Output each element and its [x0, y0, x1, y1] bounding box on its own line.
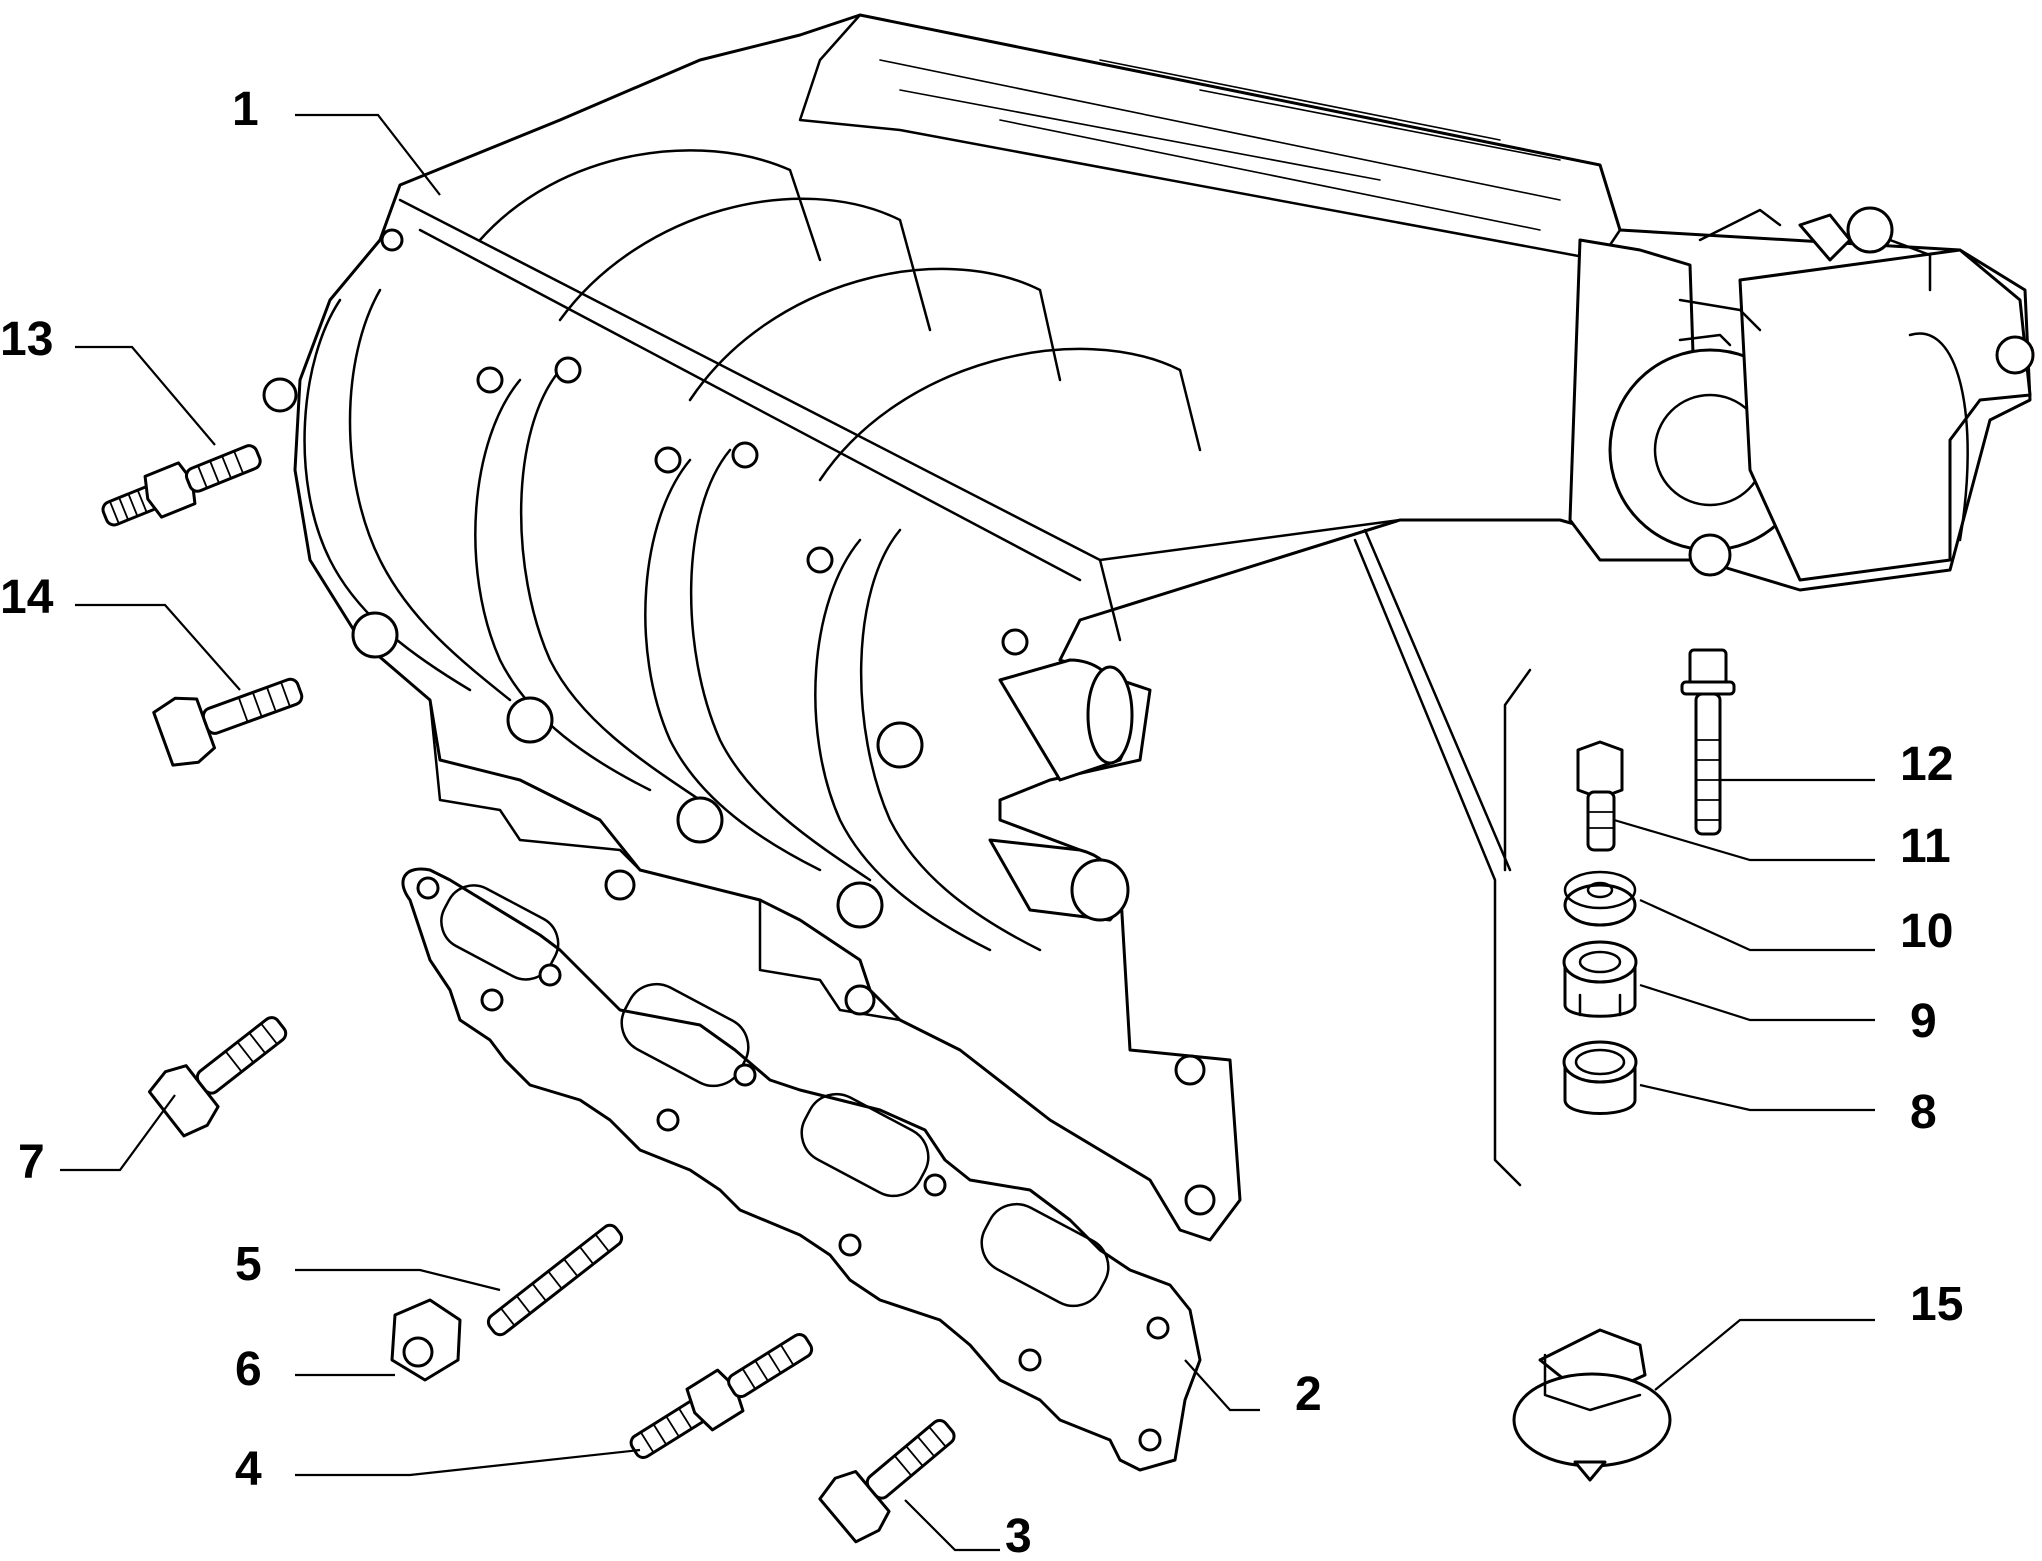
callout-11: 11	[1900, 820, 1951, 873]
leader-lines	[60, 113, 1875, 1552]
callout-10: 10	[1900, 905, 1953, 958]
bushing-8	[1562, 1040, 1638, 1115]
callout-3: 3	[1005, 1510, 1032, 1561]
bolt-14	[152, 677, 304, 767]
callout-labels: 1 2 3 4 5 6 7 8 9 10 11 12 13 14 15	[0, 83, 1963, 1561]
washer-10	[1563, 870, 1637, 927]
callout-14: 14	[0, 571, 54, 624]
intake-manifold	[262, 13, 2035, 1242]
callout-7: 7	[18, 1136, 45, 1189]
grommet-9	[1562, 940, 1638, 1018]
callout-4: 4	[235, 1443, 262, 1496]
bolt-3	[818, 1418, 956, 1544]
callout-8: 8	[1910, 1086, 1937, 1139]
bolt-7	[147, 1016, 288, 1138]
clip-15	[1512, 1328, 1672, 1482]
manifold-gasket	[401, 867, 1202, 1472]
callout-5: 5	[235, 1238, 262, 1291]
stud-4	[629, 1333, 814, 1459]
callout-13: 13	[0, 313, 53, 366]
bracket-line	[1503, 668, 1532, 872]
nut-6	[390, 1298, 462, 1382]
callout-2: 2	[1295, 1368, 1322, 1421]
callout-9: 9	[1910, 995, 1937, 1048]
bolt-12	[1680, 648, 1736, 836]
callout-6: 6	[235, 1343, 262, 1396]
callout-12: 12	[1900, 738, 1953, 791]
stud-13	[101, 444, 262, 527]
stud-5	[486, 1223, 624, 1337]
callout-1: 1	[232, 83, 259, 136]
callout-15: 15	[1910, 1278, 1963, 1331]
bolt-11	[1576, 740, 1624, 852]
